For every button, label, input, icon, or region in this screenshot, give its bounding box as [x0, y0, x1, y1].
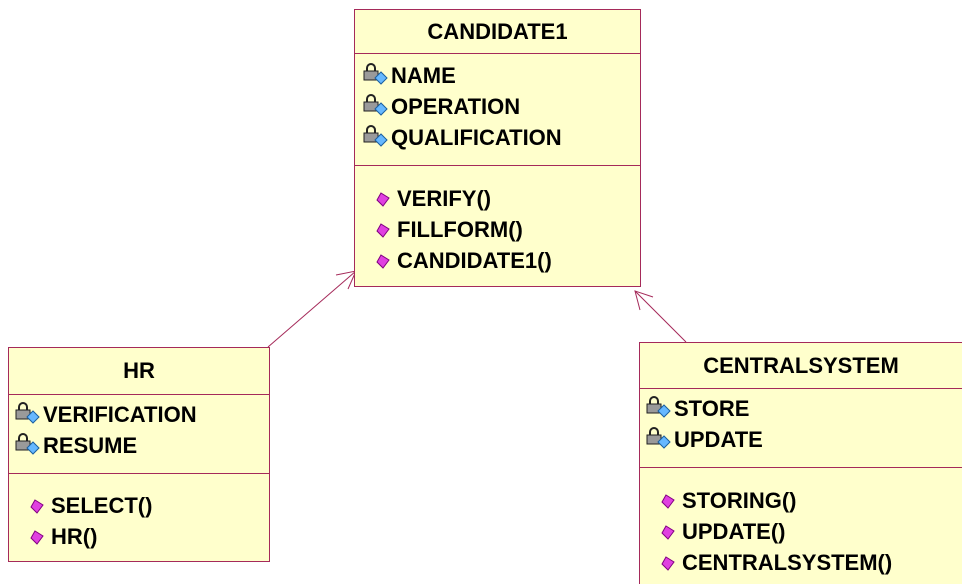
hr-to-candidate1-line — [267, 270, 357, 348]
operations-compartment: VERIFY() FILLFORM() CANDIDATE1() — [355, 166, 640, 276]
operation-item: UPDATE() — [660, 516, 962, 547]
class-candidate1[interactable]: CANDIDATE1 NAME OPERATION QUALIFICATION … — [354, 9, 641, 287]
operation-item: SELECT() — [29, 490, 269, 521]
operation-item: CANDIDATE1() — [375, 245, 640, 276]
operations-compartment: STORING() UPDATE() CENTRALSYSTEM() — [640, 468, 962, 578]
magenta-diamond-icon — [29, 524, 49, 545]
lock-attribute-icon — [363, 124, 391, 151]
attribute-item: VERIFICATION — [15, 399, 269, 430]
attribute-item: QUALIFICATION — [363, 122, 640, 153]
attribute-item: NAME — [363, 60, 640, 91]
magenta-diamond-icon — [660, 519, 680, 540]
class-name: CENTRALSYSTEM — [640, 343, 962, 389]
magenta-diamond-icon — [29, 493, 49, 514]
lock-attribute-icon — [646, 426, 674, 453]
operation-item: STORING() — [660, 485, 962, 516]
attribute-item: OPERATION — [363, 91, 640, 122]
lock-attribute-icon — [363, 62, 391, 89]
operation-item: FILLFORM() — [375, 214, 640, 245]
lock-attribute-icon — [15, 432, 43, 459]
centralsystem-to-candidate1-arrowhead — [634, 290, 654, 311]
lock-attribute-icon — [363, 93, 391, 120]
magenta-diamond-icon — [660, 550, 680, 571]
attribute-item: UPDATE — [646, 424, 962, 455]
attributes-compartment: STORE UPDATE — [640, 389, 962, 468]
lock-attribute-icon — [15, 401, 43, 428]
attribute-item: STORE — [646, 393, 962, 424]
operation-item: HR() — [29, 521, 269, 552]
centralsystem-to-candidate1-line — [634, 290, 687, 343]
magenta-diamond-icon — [375, 217, 395, 238]
operations-compartment: SELECT() HR() — [9, 474, 269, 552]
magenta-diamond-icon — [375, 248, 395, 269]
lock-attribute-icon — [646, 395, 674, 422]
operation-item: VERIFY() — [375, 183, 640, 214]
magenta-diamond-icon — [375, 186, 395, 207]
class-name: HR — [9, 348, 269, 395]
class-centralsystem[interactable]: CENTRALSYSTEM STORE UPDATE STORING() UPD… — [639, 342, 962, 584]
attribute-item: RESUME — [15, 430, 269, 461]
operation-item: CENTRALSYSTEM() — [660, 547, 962, 578]
attributes-compartment: VERIFICATION RESUME — [9, 395, 269, 474]
class-name: CANDIDATE1 — [355, 10, 640, 54]
attributes-compartment: NAME OPERATION QUALIFICATION — [355, 54, 640, 166]
class-hr[interactable]: HR VERIFICATION RESUME SELECT() HR() — [8, 347, 270, 562]
magenta-diamond-icon — [660, 488, 680, 509]
